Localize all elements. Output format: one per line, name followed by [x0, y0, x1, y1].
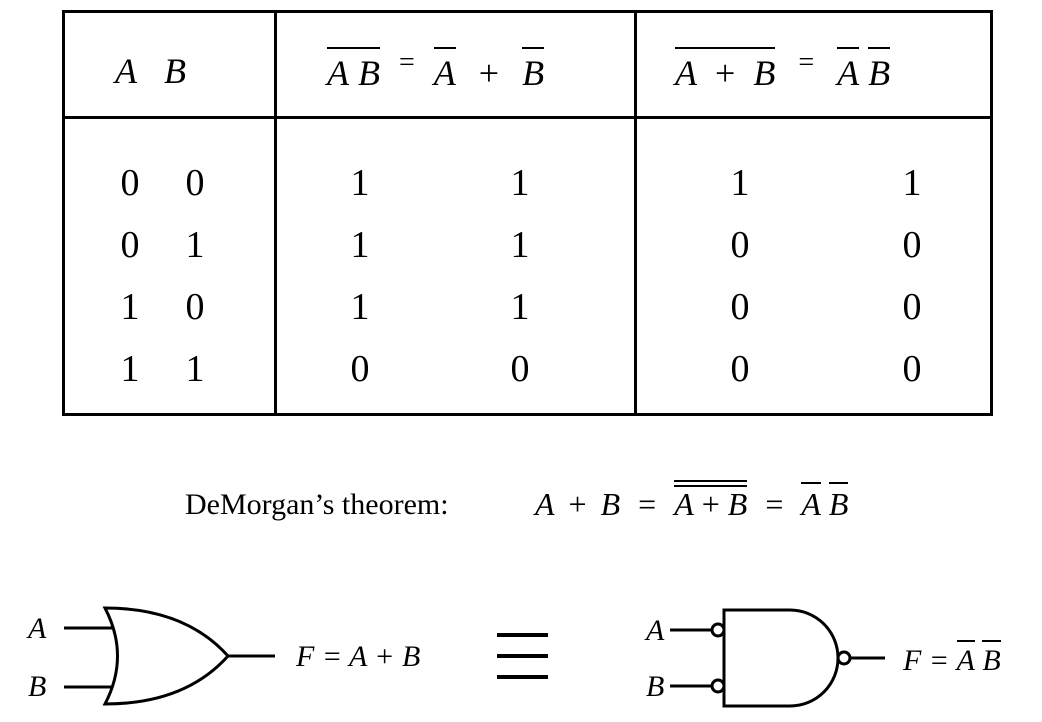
header-var: B	[358, 53, 380, 93]
eq-var: A	[674, 486, 694, 522]
header-equals: =	[798, 47, 815, 78]
eq-plus: +	[568, 486, 587, 522]
header-nor-identity: A + B = A B	[675, 43, 891, 93]
or-output-label: F = A + B	[296, 640, 421, 673]
header-a: A	[115, 51, 137, 91]
overline-b: B	[868, 47, 891, 91]
overline-a: A	[433, 47, 456, 91]
gate-diagrams	[64, 606, 885, 708]
header-var: A	[675, 53, 697, 93]
table-cell: 1	[350, 286, 370, 328]
equivalence-symbol	[497, 633, 548, 679]
table-cell: 0	[902, 224, 922, 266]
header-inputs: A B	[115, 51, 186, 91]
overline-a: A	[801, 482, 821, 520]
double-overline-a-plus-b: A + B	[674, 480, 748, 523]
table-cell: 1	[510, 286, 530, 328]
input-a-bubble	[710, 622, 726, 638]
overline-b: B	[982, 640, 1001, 676]
table-cell: 0	[120, 224, 140, 266]
eq-equals: =	[638, 486, 657, 522]
table-cell: 0	[185, 286, 205, 328]
nand-gate	[670, 608, 885, 708]
eq-var: B	[727, 486, 748, 522]
overline-a: A	[837, 47, 860, 91]
nand-gate-body	[722, 608, 840, 708]
table-cell: 0	[730, 224, 750, 266]
table-header-divider	[65, 116, 990, 119]
nand-output-label: F = A B	[903, 640, 1001, 678]
table-cell: 1	[120, 348, 140, 390]
table-cell: 1	[350, 162, 370, 204]
table-cell: 0	[120, 162, 140, 204]
or-gate-body	[102, 606, 231, 706]
header-b: B	[164, 51, 186, 91]
theorem-equation: A + B = A + B = A B	[535, 480, 849, 523]
table-divider	[634, 13, 637, 413]
overline-ab: A B	[327, 47, 380, 91]
table-cell: 1	[185, 224, 205, 266]
input-b-bubble	[710, 678, 726, 694]
header-var: B	[753, 53, 776, 93]
table-cell: 0	[902, 286, 922, 328]
header-nand-identity: A B = A + B	[327, 43, 545, 93]
overline-a-plus-b: A + B	[675, 47, 776, 93]
or-label-a: A	[28, 612, 47, 645]
table-cell: 0	[902, 348, 922, 390]
overline-b: B	[828, 482, 849, 520]
output-bubble	[836, 650, 852, 666]
table-cell: 0	[510, 348, 530, 390]
table-cell: 0	[350, 348, 370, 390]
or-label-b: B	[28, 670, 47, 703]
header-plus: +	[715, 53, 736, 93]
nand-label-b: B	[646, 670, 665, 703]
table-cell: 0	[730, 286, 750, 328]
overline-a: A	[956, 640, 975, 676]
table-cell: 1	[185, 348, 205, 390]
eq-var: A	[535, 486, 555, 522]
theorem-label: DeMorgan’s theorem:	[185, 488, 449, 521]
table-cell: 0	[185, 162, 205, 204]
table-cell: 0	[730, 348, 750, 390]
table-cell: 1	[120, 286, 140, 328]
table-cell: 1	[510, 162, 530, 204]
overline-b: B	[522, 47, 545, 91]
eq-equals: =	[765, 486, 784, 522]
output-f: F =	[903, 644, 950, 677]
table-cell: 1	[902, 162, 922, 204]
table-cell: 1	[730, 162, 750, 204]
header-var: A	[327, 53, 349, 93]
table-cell: 1	[510, 224, 530, 266]
or-gate	[64, 606, 275, 706]
table-divider	[274, 13, 277, 413]
header-plus: +	[478, 53, 500, 93]
eq-var: B	[600, 486, 621, 522]
nand-label-a: A	[646, 614, 665, 647]
eq-plus: +	[701, 486, 720, 522]
table-cell: 1	[350, 224, 370, 266]
truth-table: A B A B = A + B A + B = A B 0 0 1 1 1 1 0 1 1 1 0 0…	[62, 10, 993, 416]
header-equals: =	[399, 47, 415, 78]
